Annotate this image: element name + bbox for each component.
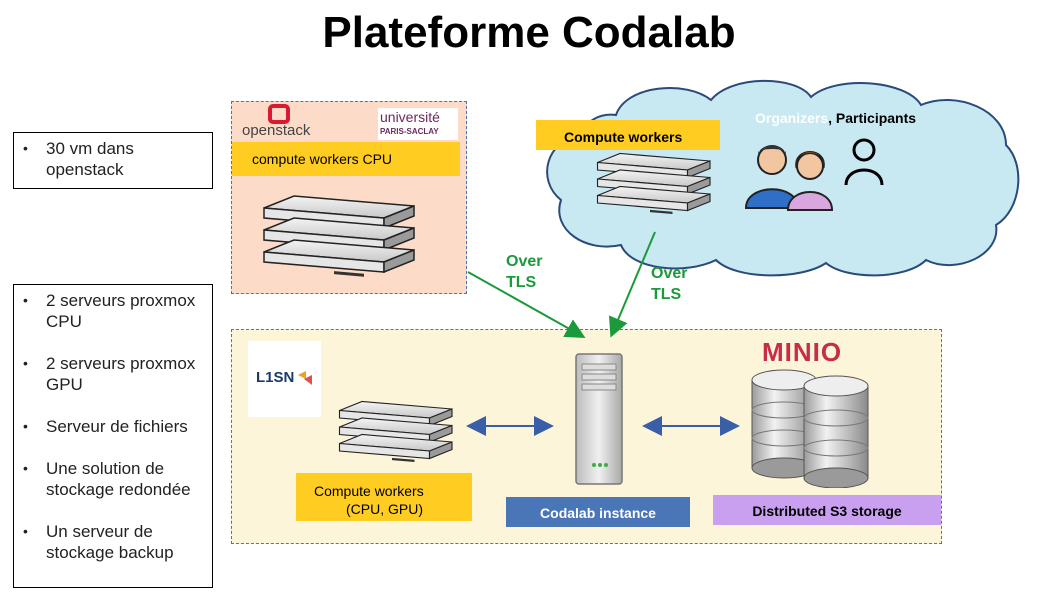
list-item: 2 serveurs proxmox GPU — [23, 353, 212, 395]
tower-server-icon — [575, 353, 623, 485]
page-title: Plateforme Codalab — [322, 8, 736, 57]
vm-info-box: 30 vm dans openstack — [13, 132, 213, 189]
codalab-instance-label: Codalab instance — [506, 497, 690, 527]
cloud-compute-label: Compute workers — [536, 120, 720, 150]
person-outline-icon — [844, 138, 884, 186]
list-item: Une solution de stockage redondée — [23, 458, 212, 500]
lisn-region: L1SN Compute workers (CPU, GPU) Codalab … — [231, 329, 942, 544]
servers-info-box: 2 serveurs proxmox CPU 2 serveurs proxmo… — [13, 284, 213, 588]
users-caption: Organizers, Participants — [755, 110, 917, 126]
list-item: Serveur de fichiers — [23, 416, 212, 437]
openstack-compute-label: compute workers CPU — [232, 142, 460, 176]
lisn-compute-label: Compute workers (CPU, GPU) — [296, 473, 472, 521]
tls-arrow-left — [467, 271, 586, 338]
openstack-logo-icon: openstack — [242, 104, 322, 144]
minio-logo-icon: MINIO — [762, 337, 843, 367]
lisn-logo-icon: L1SN — [248, 341, 321, 417]
tls-arrow-right — [609, 231, 656, 338]
openstack-region: openstack université PARIS-SACLAY comput… — [231, 101, 467, 294]
users-icon — [744, 145, 834, 211]
tls-label-left: Over TLS — [506, 253, 543, 291]
list-item: Un serveur de stockage backup — [23, 521, 212, 563]
s3-storage-label: Distributed S3 storage — [713, 495, 941, 525]
list-item: 30 vm dans openstack — [23, 138, 212, 180]
university-logo: université PARIS-SACLAY — [378, 108, 458, 140]
list-item: 2 serveurs proxmox CPU — [23, 290, 212, 332]
database-icon — [751, 369, 869, 488]
tls-label-right: Over TLS — [651, 265, 688, 303]
